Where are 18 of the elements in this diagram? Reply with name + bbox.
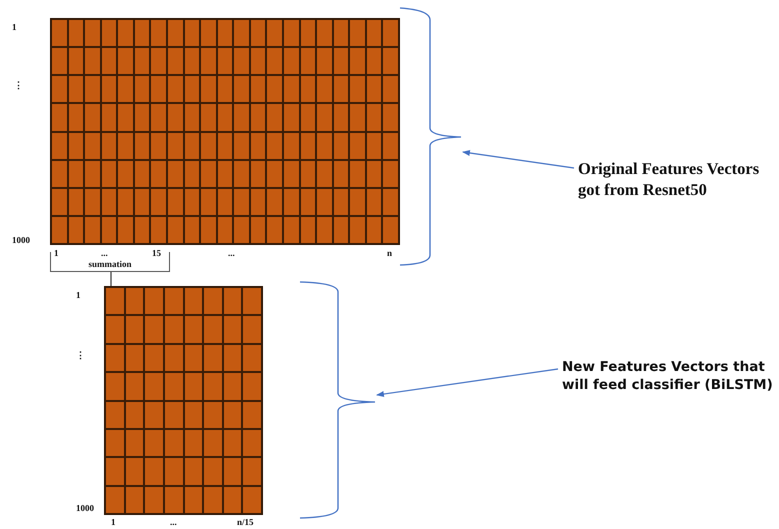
axis-index-label: 1 xyxy=(111,517,116,527)
feature-matrix-grid xyxy=(104,286,263,515)
axis-index-label: ⋮ xyxy=(14,80,23,90)
axis-index-label: ⋮ xyxy=(76,350,85,360)
arrow xyxy=(376,368,558,397)
axis-index-label: n xyxy=(387,248,392,258)
axis-index-label: 1 xyxy=(12,22,16,32)
axis-index-label: ... xyxy=(228,248,235,258)
connector-line xyxy=(110,272,112,286)
axis-index-label: 1000 xyxy=(76,503,94,513)
callout-text: Original Features Vectors got from Resnet50 xyxy=(578,158,773,201)
axis-index-label: n/15 xyxy=(237,517,254,527)
callout-text: New Features Vectors that will feed classifier (BiLSTM) xyxy=(562,359,778,394)
axis-index-label: 1 xyxy=(76,290,80,300)
arrow xyxy=(462,150,574,169)
axis-index-label: 1000 xyxy=(12,235,30,245)
axis-index-label: ... xyxy=(170,517,177,527)
feature-matrix-grid xyxy=(50,18,400,245)
